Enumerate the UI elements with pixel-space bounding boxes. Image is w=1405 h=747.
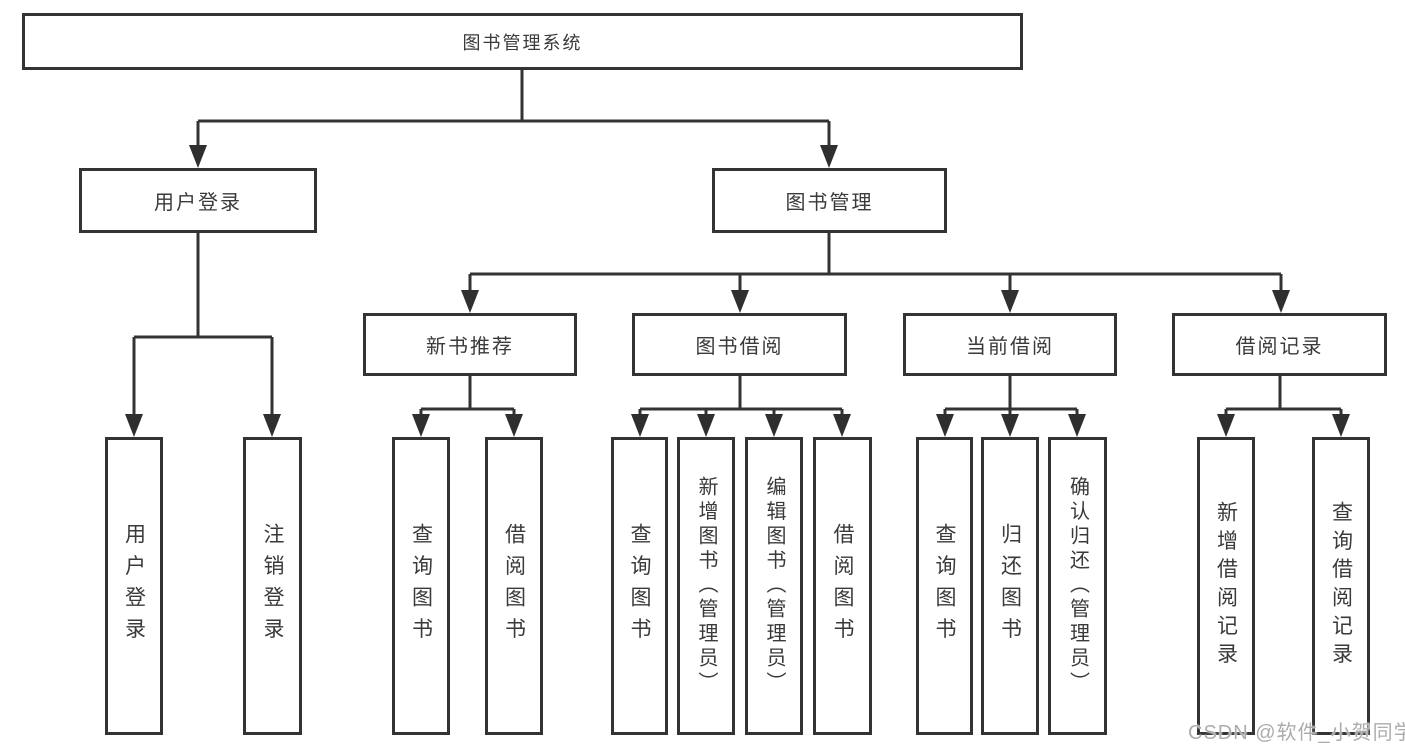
leaf-add-borrow-record-label: 新增借阅记录	[1214, 500, 1238, 672]
leaf-logout: 注销登录	[243, 437, 302, 735]
watermark-text: CSDN @软件_小贺同学	[1188, 722, 1405, 744]
node-new-book-recommend: 新书推荐	[363, 313, 577, 376]
leaf-return-book-label: 归还图书	[998, 523, 1022, 649]
leaf-add-borrow-record: 新增借阅记录	[1197, 437, 1255, 735]
leaf-logout-label: 注销登录	[261, 523, 284, 649]
leaf-query-books-2: 查询图书	[611, 437, 668, 735]
leaf-borrow-books-1: 借阅图书	[485, 437, 543, 735]
node-user-login-label: 用户登录	[154, 192, 242, 214]
leaf-query-borrow-record-label: 查询借阅记录	[1329, 500, 1353, 672]
node-root-label: 图书管理系统	[462, 32, 583, 53]
node-book-management-label: 图书管理	[785, 192, 874, 214]
leaf-confirm-return-admin: 确认归还（管理员）	[1048, 437, 1107, 735]
leaf-query-books-1: 查询图书	[392, 437, 450, 735]
leaf-edit-book-admin: 编辑图书（管理员）	[745, 437, 803, 735]
node-book-borrowing-label: 图书借阅	[695, 336, 784, 358]
leaf-add-book-admin-label: 新增图书（管理员）	[695, 476, 717, 696]
leaf-query-books-2-label: 查询图书	[628, 523, 651, 649]
leaf-query-books-3-label: 查询图书	[933, 523, 956, 649]
leaf-query-books-3: 查询图书	[916, 437, 973, 735]
leaf-user-login: 用户登录	[105, 437, 163, 735]
node-root-system: 图书管理系统	[22, 13, 1023, 70]
node-borrowing-records-label: 借阅记录	[1235, 336, 1324, 358]
leaf-add-book-admin: 新增图书（管理员）	[677, 437, 735, 735]
leaf-user-login-label: 用户登录	[122, 523, 146, 649]
leaf-edit-book-admin-label: 编辑图书（管理员）	[763, 476, 785, 696]
leaf-query-books-1-label: 查询图书	[409, 523, 433, 649]
leaf-borrow-books-1-label: 借阅图书	[502, 523, 526, 649]
leaf-confirm-return-admin-label: 确认归还（管理员）	[1066, 476, 1089, 696]
leaf-query-borrow-record: 查询借阅记录	[1312, 437, 1370, 735]
leaf-borrow-books-2-label: 借阅图书	[831, 523, 854, 649]
leaf-borrow-books-2: 借阅图书	[813, 437, 872, 735]
node-borrowing-records: 借阅记录	[1172, 313, 1387, 376]
node-current-borrowing: 当前借阅	[903, 313, 1117, 376]
node-book-borrowing: 图书借阅	[632, 313, 847, 376]
node-new-book-recommend-label: 新书推荐	[426, 336, 514, 358]
leaf-return-book: 归还图书	[981, 437, 1039, 735]
node-book-management: 图书管理	[712, 168, 947, 233]
node-current-borrowing-label: 当前借阅	[966, 336, 1054, 358]
node-user-login: 用户登录	[79, 168, 317, 233]
